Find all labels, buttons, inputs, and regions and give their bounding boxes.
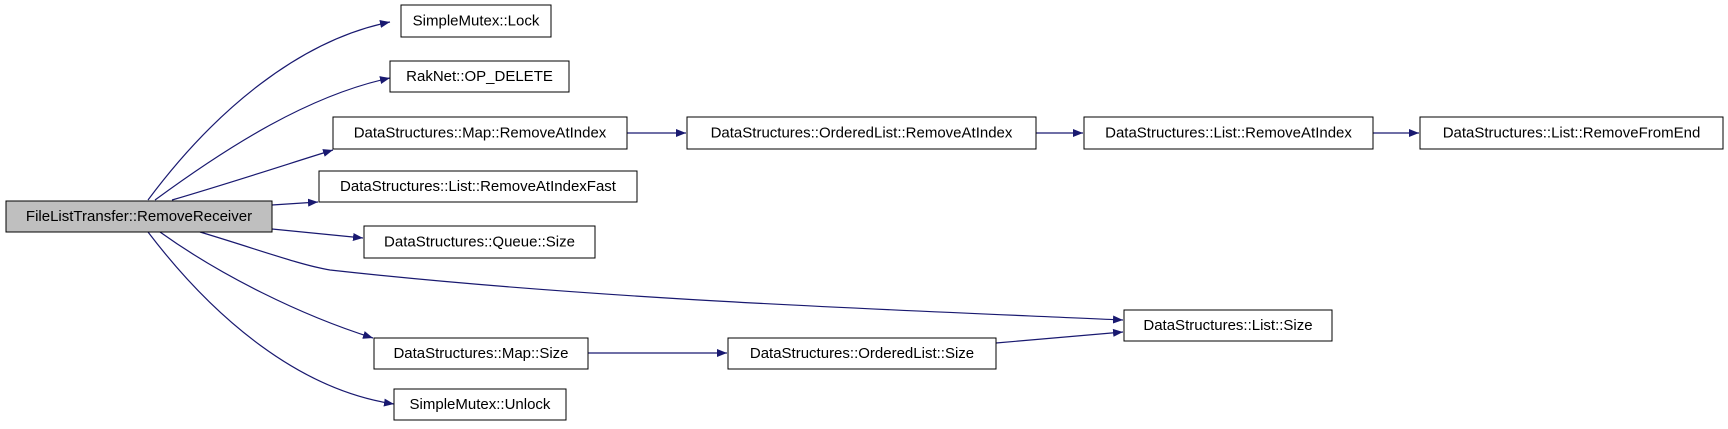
node-unlock-label: SimpleMutex::Unlock [410, 396, 551, 413]
node-root-label: FileListTransfer::RemoveReceiver [26, 208, 252, 225]
node-ordered-remove[interactable]: DataStructures::OrderedList::RemoveAtInd… [686, 116, 1037, 150]
node-queue-size[interactable]: DataStructures::Queue::Size [363, 225, 596, 259]
node-map-remove[interactable]: DataStructures::Map::RemoveAtIndex [332, 116, 628, 150]
edge-root-to-map-remove [171, 149, 334, 201]
edge-root-to-list-size [199, 231, 1124, 324]
node-list-remove-label: DataStructures::List::RemoveAtIndex [1105, 125, 1352, 142]
edge-ordered-size-to-list-size [995, 328, 1124, 344]
node-op-delete[interactable]: RakNet::OP_DELETE [389, 60, 570, 93]
node-map-remove-label: DataStructures::Map::RemoveAtIndex [354, 125, 607, 142]
node-ordered-size[interactable]: DataStructures::OrderedList::Size [727, 337, 997, 370]
node-lock[interactable]: SimpleMutex::Lock [400, 4, 552, 38]
edge-root-to-map-size [159, 231, 374, 339]
edge-root-to-op-delete [154, 76, 391, 201]
node-list-remove-end-label: DataStructures::List::RemoveFromEnd [1443, 125, 1701, 142]
node-root[interactable]: FileListTransfer::RemoveReceiver [5, 200, 273, 233]
edge-root-to-queue-size [271, 228, 364, 241]
node-map-size[interactable]: DataStructures::Map::Size [373, 337, 589, 370]
edge-root-to-lock [147, 20, 391, 201]
edge-root-to-list-remove-fast [271, 198, 319, 207]
node-list-size[interactable]: DataStructures::List::Size [1123, 309, 1333, 342]
node-list-size-label: DataStructures::List::Size [1143, 317, 1312, 334]
node-unlock[interactable]: SimpleMutex::Unlock [393, 388, 567, 421]
node-ordered-size-label: DataStructures::OrderedList::Size [750, 345, 974, 362]
node-queue-size-label: DataStructures::Queue::Size [384, 234, 575, 251]
node-list-remove[interactable]: DataStructures::List::RemoveAtIndex [1083, 116, 1374, 150]
node-list-remove-fast-label: DataStructures::List::RemoveAtIndexFast [340, 178, 617, 195]
node-list-remove-end[interactable]: DataStructures::List::RemoveFromEnd [1419, 116, 1724, 150]
node-lock-label: SimpleMutex::Lock [413, 13, 540, 30]
node-map-size-label: DataStructures::Map::Size [393, 345, 568, 362]
node-list-remove-fast[interactable]: DataStructures::List::RemoveAtIndexFast [318, 170, 638, 203]
node-ordered-remove-label: DataStructures::OrderedList::RemoveAtInd… [711, 125, 1013, 142]
edge-root-to-unlock [147, 231, 395, 407]
node-op-delete-label: RakNet::OP_DELETE [406, 68, 553, 85]
